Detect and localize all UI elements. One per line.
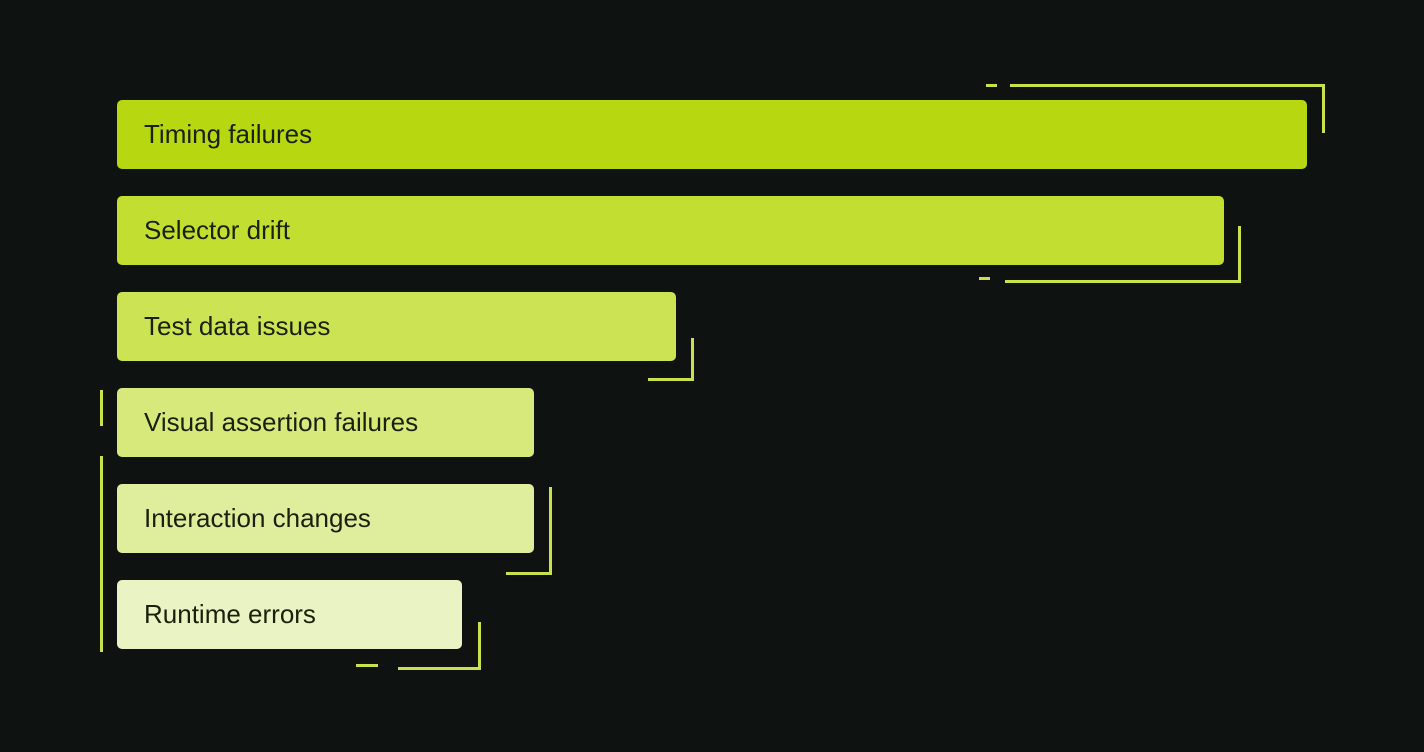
bar-timing-failures: Timing failures — [117, 100, 1307, 169]
accent-dash-bar6 — [356, 664, 378, 667]
accent-line-left — [100, 456, 103, 652]
bar-label: Visual assertion failures — [144, 407, 419, 437]
accent-dash-top-right — [986, 84, 997, 87]
bar-label: Selector drift — [144, 215, 290, 245]
bar-selector-drift: Selector drift — [117, 196, 1224, 265]
accent-tick-left-bar4 — [100, 390, 103, 426]
bar-group: Timing failures Selector drift Test data… — [117, 100, 1307, 649]
bar-test-data-issues: Test data issues — [117, 292, 676, 361]
bar-interaction-changes: Interaction changes — [117, 484, 534, 553]
bar-label: Timing failures — [144, 119, 313, 149]
bar-visual-assertion-failures: Visual assertion failures — [117, 388, 534, 457]
bar-label: Test data issues — [144, 311, 331, 341]
bar-label: Runtime errors — [144, 599, 316, 629]
bar-label: Interaction changes — [144, 503, 371, 533]
bar-runtime-errors: Runtime errors — [117, 580, 462, 649]
